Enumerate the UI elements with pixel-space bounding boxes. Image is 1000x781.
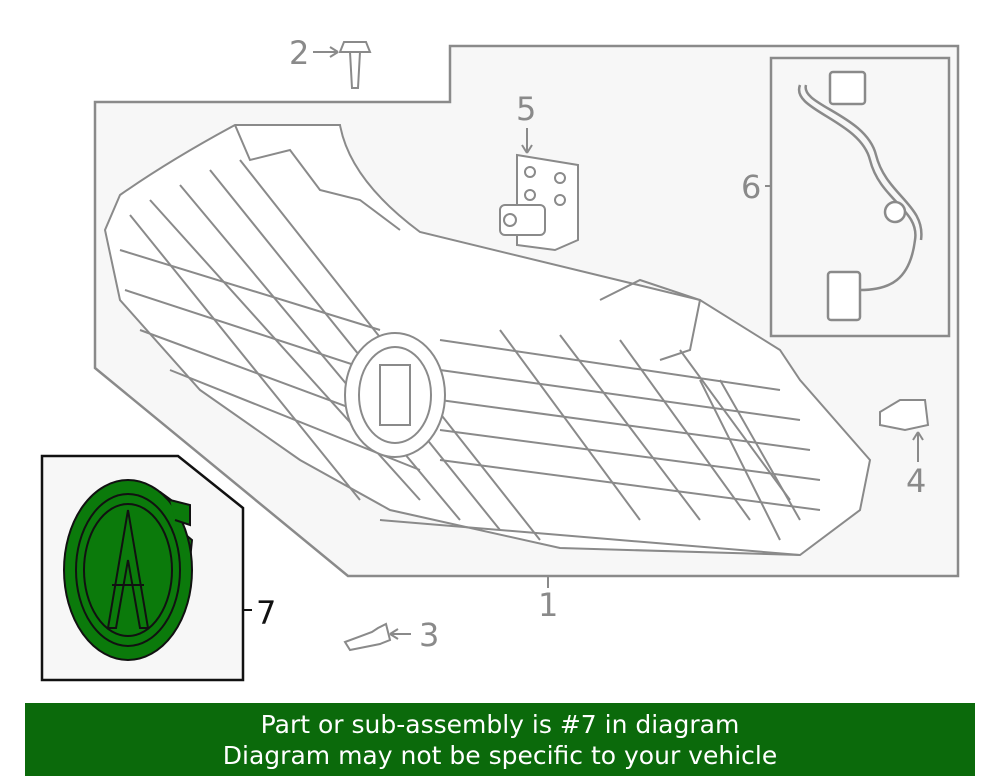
emblem-illustration [63, 479, 194, 661]
parts-diagram: 2 5 6 4 1 3 7 [40, 34, 960, 682]
screw-illustration [343, 622, 392, 652]
callout-7: 7 [256, 594, 276, 632]
info-banner: Part or sub-assembly is #7 in diagram Di… [25, 703, 975, 776]
leader-lines [313, 46, 924, 640]
callout-5: 5 [516, 90, 536, 128]
banner-line-2: Diagram may not be specific to your vehi… [222, 741, 778, 770]
callout-6: 6 [741, 168, 761, 206]
harness-illustration [797, 70, 923, 322]
grille-illustration [103, 124, 872, 557]
camera-bracket-illustration [499, 153, 579, 252]
clip-illustration [879, 399, 930, 432]
banner-line-1: Part or sub-assembly is #7 in diagram [260, 710, 740, 739]
callout-3: 3 [419, 616, 439, 654]
callout-4: 4 [906, 462, 926, 500]
bolt-illustration [338, 41, 372, 89]
callout-1: 1 [538, 586, 558, 624]
callout-2: 2 [289, 34, 309, 72]
